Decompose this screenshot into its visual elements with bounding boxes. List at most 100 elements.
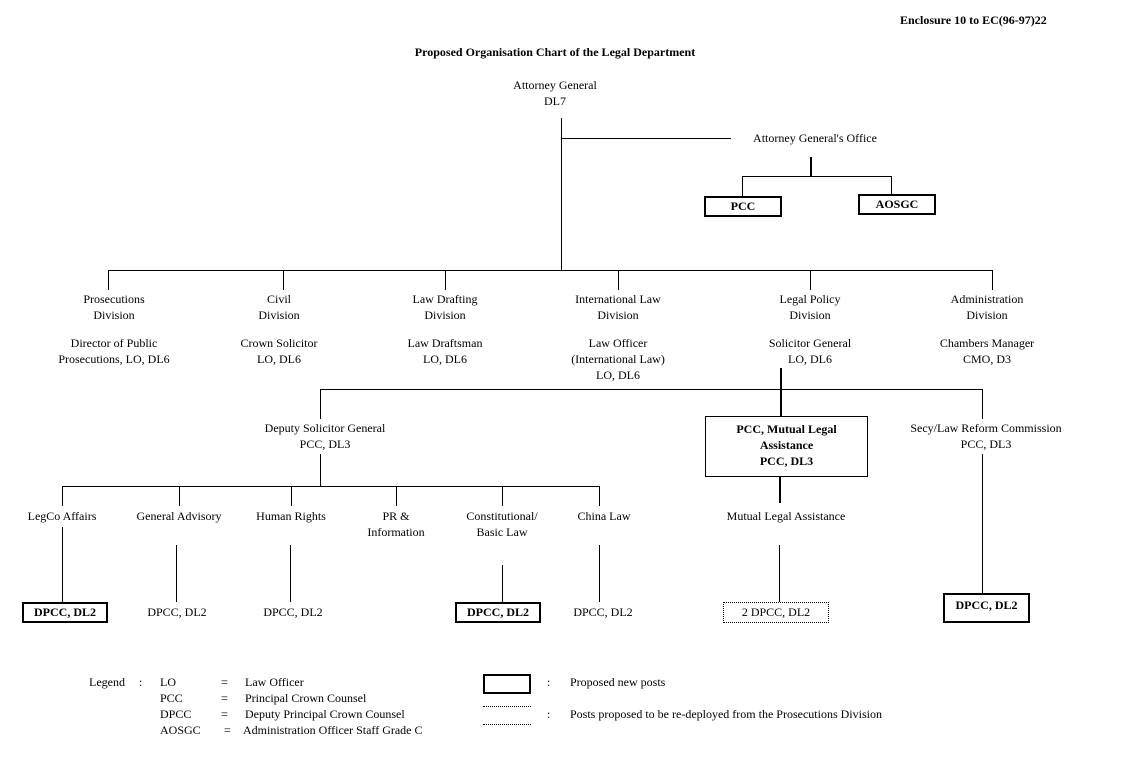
unit-label: China Law [577,509,631,523]
lrc-name: Secy/Law Reform Commission [910,421,1062,435]
mla-post-line [779,545,780,602]
unit-constitutional-basic-law: Constitutional/ Basic Law [447,508,557,540]
post-legco-affairs: DPCC, DL2 [22,602,108,623]
legend-redeploy-swatch [483,706,531,725]
division-head: Prosecutions, LO, DL6 [58,352,170,366]
unit-label: General Advisory [136,509,222,523]
unit-human-rights: Human Rights [236,508,346,524]
division-name: Division [597,308,639,322]
mla-unit-label: Mutual Legal Assistance [726,509,846,523]
legend-meaning-lo: Law Officer [245,675,304,689]
division-prosecutions: Prosecutions Division Director of Public… [34,291,194,367]
unit-pr-information: PR & Information [346,508,446,540]
post-general-advisory: DPCC, DL2 [147,605,207,619]
div-drop-4 [618,270,619,290]
div-drop-5 [810,270,811,290]
division-law-drafting: Law Drafting Division Law Draftsman LO, … [380,291,510,367]
ag-office-stem [810,157,812,177]
division-bar [108,270,993,271]
post-line-2 [176,545,177,602]
division-administration: Administration Division Chambers Manager… [917,291,1057,367]
dsg-drop [320,389,321,419]
lrc-node: Secy/Law Reform Commission PCC, DL3 [886,420,1086,452]
mla-head-box: PCC, Mutual Legal Assistance PCC, DL3 [705,416,868,477]
division-head: LO, DL6 [257,352,301,366]
legend-label: Legend [89,675,125,690]
legend-redeployed-text: Posts proposed to be re-deployed from th… [570,707,882,721]
post-line-1 [62,527,63,602]
division-head: LO, DL6 [423,352,467,366]
division-name: Prosecutions [83,292,145,306]
enclosure-ref: Enclosure 10 to EC(96-97)22 [900,13,1047,27]
units-bar [62,486,600,487]
division-international-law: International Law Division Law Officer (… [548,291,688,383]
dsg-node: Deputy Solicitor General PCC, DL3 [235,420,415,452]
unit-drop-2 [179,486,180,506]
legend-abbr-lo: LO [160,675,176,689]
mla-head-line: PCC, Mutual Legal [736,422,837,436]
legend-eq-2: = [221,691,228,705]
unit-label: Information [367,525,425,539]
post-line-3 [290,545,291,602]
division-name: International Law [575,292,661,306]
unit-drop-1 [62,486,63,506]
unit-drop-5 [502,486,503,506]
ag-office-label: Attorney General's Office [753,131,877,145]
division-head: CMO, D3 [962,352,1011,366]
division-head: Chambers Manager [939,336,1035,350]
unit-label: Constitutional/ [466,509,538,523]
pcc-box: PCC [704,196,782,217]
aosgc-drop [891,176,892,194]
unit-general-advisory: General Advisory [119,508,239,524]
post-human-rights: DPCC, DL2 [263,605,323,619]
division-head: Crown Solicitor [240,336,318,350]
post-china-law: DPCC, DL2 [573,605,633,619]
division-head: Law Draftsman [407,336,483,350]
legend-meaning-aosgc: Administration Officer Staff Grade C [243,723,423,737]
division-head: (International Law) [571,352,665,366]
ag-trunk-line [561,118,562,270]
unit-label: LegCo Affairs [27,509,97,523]
div-drop-2 [283,270,284,290]
division-name: Law Drafting [412,292,478,306]
division-name: Division [424,308,466,322]
div-drop-6 [992,270,993,290]
unit-drop-6 [599,486,600,506]
legend-eq-4: = [224,723,231,737]
legend-title: Legend [89,675,125,689]
unit-legco-affairs: LegCo Affairs [12,508,112,524]
legend-new-posts-text: Proposed new posts [570,675,666,689]
legend-colon-1: : [139,675,143,689]
attorney-general-node: Attorney General DL7 [490,77,620,109]
pcc-drop [742,176,743,196]
legend-colon-2: : [547,675,551,689]
ag-office-connector [561,138,731,139]
post-line-5 [502,565,503,602]
division-name: Division [789,308,831,322]
division-name: Civil [266,292,291,306]
dsg-grade: PCC, DL3 [299,437,351,451]
aosgc-box: AOSGC [858,194,936,215]
division-civil: Civil Division Crown Solicitor LO, DL6 [214,291,344,367]
ag-name: Attorney General [513,78,597,92]
division-head: Solicitor General [768,336,852,350]
post-line-6 [599,545,600,602]
lrc-grade: PCC, DL3 [960,437,1012,451]
legend-meaning-pcc: Principal Crown Counsel [245,691,367,705]
ag-grade: DL7 [544,94,566,108]
legend-abbr-pcc: PCC [160,691,183,705]
unit-label: PR & [382,509,410,523]
unit-label: Basic Law [476,525,528,539]
post-constitutional-basic-law: DPCC, DL2 [455,602,541,623]
legend-abbr-dpcc: DPCC [160,707,192,721]
division-head: LO, DL6 [788,352,832,366]
lrc-post-line [982,454,983,594]
dsg-trunk [320,454,321,486]
chart-title: Proposed Organisation Chart of the Legal… [414,45,696,59]
division-name: Division [258,308,300,322]
mla-head-line: Assistance [759,438,814,452]
division-head: Director of Public [70,336,158,350]
legend-eq-3: = [221,707,228,721]
legend-eq-1: = [221,675,228,689]
legend-abbr-aosgc: AOSGC [160,723,201,737]
